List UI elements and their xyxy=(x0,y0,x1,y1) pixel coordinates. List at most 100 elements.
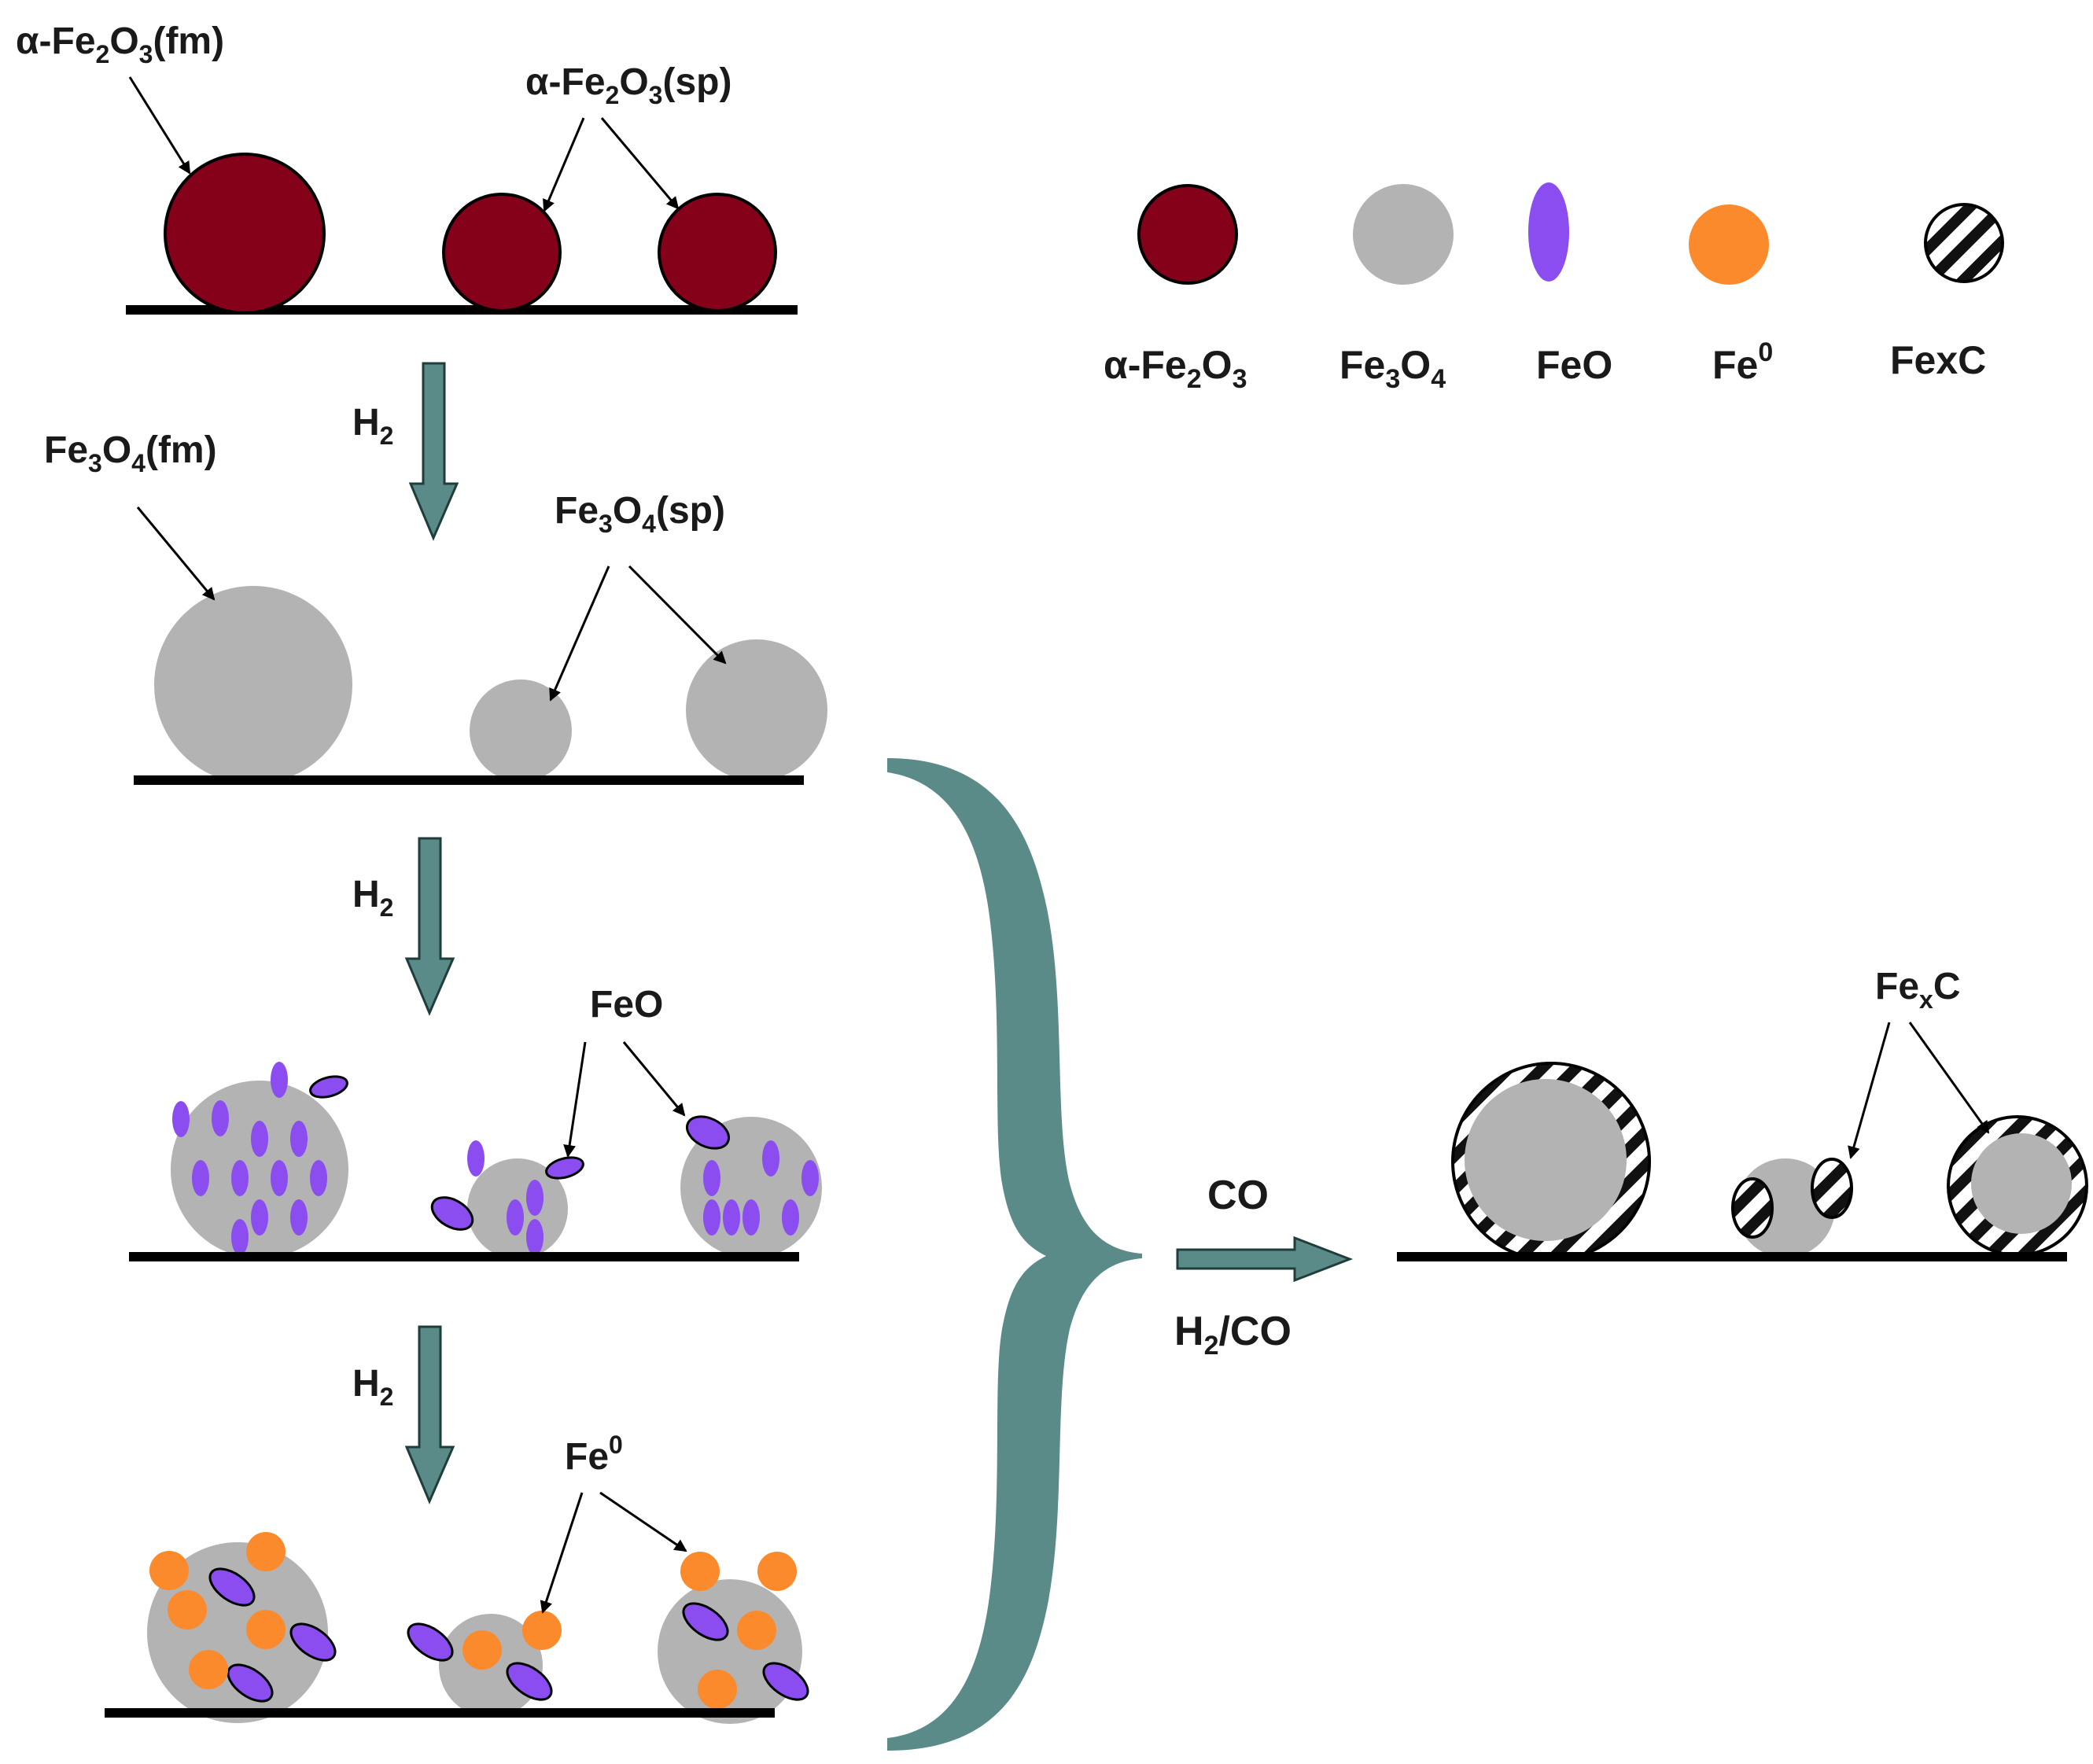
down-arrow xyxy=(404,837,455,1016)
pointer-arrow xyxy=(1908,1022,1990,1134)
legend-swatch-hematite xyxy=(1137,184,1238,285)
fe0-particle xyxy=(757,1552,797,1591)
pointer-arrow xyxy=(540,1492,584,1614)
label-fe0: Fe0 xyxy=(565,1431,623,1478)
carbide-patch xyxy=(1731,1177,1774,1239)
feo-inclusion xyxy=(762,1662,809,1701)
legend-label-fe0: Fe0 xyxy=(1712,337,1773,387)
feo-inclusion xyxy=(782,1199,799,1236)
feo-inclusion xyxy=(545,1156,584,1180)
feo-inclusion xyxy=(192,1160,209,1196)
legend-swatch-feo xyxy=(1528,182,1569,282)
legend-label-carbide: FexC xyxy=(1890,338,1986,382)
legend-label-feo: FeO xyxy=(1536,343,1612,387)
feo-inclusion xyxy=(703,1160,720,1196)
label-hematite-sp: α-Fe2O3(sp) xyxy=(525,61,731,109)
fe0-particle xyxy=(149,1551,189,1590)
down-arrow xyxy=(408,362,459,541)
feo-inclusion xyxy=(227,1663,274,1703)
legend-swatch-fe0 xyxy=(1689,204,1769,285)
legend-item-carbide: FexC xyxy=(1890,203,2004,382)
fe0-particle xyxy=(168,1590,207,1630)
feo-inclusion xyxy=(231,1160,249,1196)
label-h2: H2 xyxy=(352,874,393,922)
stage-hematite: α-Fe2O3(fm) α-Fe2O3(sp) xyxy=(16,20,798,315)
right-arrow xyxy=(1176,1236,1354,1283)
carbide-patch xyxy=(1811,1158,1853,1219)
feo-inclusion xyxy=(526,1180,544,1216)
feo-inclusion xyxy=(507,1199,524,1236)
carburization-arrow: CO H2/CO xyxy=(1174,1173,1354,1361)
feo-inclusion xyxy=(703,1199,720,1236)
feo-inclusion xyxy=(762,1140,779,1177)
stage-carbide: FexC xyxy=(1397,966,2088,1261)
feo-inclusion xyxy=(742,1199,760,1236)
grouping-brace xyxy=(887,758,1142,1751)
pointer-arrow xyxy=(1848,1022,1891,1159)
feo-inclusion xyxy=(682,1602,729,1641)
feo-inclusion xyxy=(309,1075,348,1099)
feo-inclusion xyxy=(290,1121,308,1157)
feo-inclusion xyxy=(801,1160,819,1196)
feo-inclusion xyxy=(467,1140,485,1177)
feo-inclusion xyxy=(289,1622,337,1662)
feo-inclusion xyxy=(526,1219,544,1255)
pointer-arrow xyxy=(628,565,727,665)
pointer-arrow xyxy=(136,506,216,601)
fe0-particle xyxy=(522,1611,562,1650)
fe0-particle xyxy=(246,1610,286,1649)
fe0-and-feo-inclusions xyxy=(149,1532,809,1709)
label-h2-co: H2/CO xyxy=(1174,1309,1292,1361)
magnetite-core-fm xyxy=(1465,1079,1627,1241)
feo-inclusion xyxy=(271,1062,288,1098)
hematite-particle-sp-1 xyxy=(442,193,562,312)
pointer-arrow xyxy=(599,1491,687,1552)
label-magnetite-sp: Fe3O4(sp) xyxy=(555,490,725,538)
fe0-particle xyxy=(680,1552,720,1591)
feo-inclusion xyxy=(208,1567,256,1607)
feo-inclusion xyxy=(251,1121,268,1157)
feo-inclusion xyxy=(310,1160,327,1196)
label-co: CO xyxy=(1207,1173,1269,1218)
label-h2: H2 xyxy=(352,1363,393,1411)
h2-arrow-1: H2 xyxy=(352,362,459,541)
pointer-arrow xyxy=(128,76,191,175)
pointer-arrow xyxy=(600,117,680,210)
label-fexc: FexC xyxy=(1875,966,1960,1014)
feo-inclusion xyxy=(271,1160,288,1196)
feo-inclusion xyxy=(212,1100,229,1136)
hematite-particle-sp-2 xyxy=(658,193,777,312)
fe0-particle xyxy=(189,1650,228,1689)
h2-arrow-2: H2 xyxy=(352,837,455,1016)
stage-feo: FeO xyxy=(129,984,822,1261)
down-arrow xyxy=(404,1325,455,1504)
label-feo: FeO xyxy=(590,984,663,1026)
label-hematite-fm: α-Fe2O3(fm) xyxy=(16,20,224,68)
legend-item-fe0: Fe0 xyxy=(1689,204,1773,387)
legend-item-feo: FeO xyxy=(1528,182,1612,387)
h2-arrow-3: H2 xyxy=(352,1325,455,1504)
fe0-particle xyxy=(246,1532,286,1571)
stage-fe0: Fe0 xyxy=(105,1431,809,1724)
label-h2: H2 xyxy=(352,402,393,450)
pointer-arrow xyxy=(563,1041,587,1158)
feo-inclusion xyxy=(290,1199,308,1236)
fe0-particle xyxy=(698,1670,737,1709)
legend: α-Fe2O3 Fe3O4 FeO Fe0 FexC xyxy=(1104,182,2004,394)
feo-inclusion xyxy=(231,1219,249,1255)
magnetite-particle-sp-1 xyxy=(470,679,572,782)
legend-item-magnetite: Fe3O4 xyxy=(1339,184,1454,394)
feo-inclusion xyxy=(251,1199,268,1236)
fe0-particle xyxy=(737,1611,776,1650)
hematite-particle-fm xyxy=(164,153,326,315)
legend-swatch-magnetite xyxy=(1353,184,1454,285)
feo-inclusion xyxy=(506,1662,553,1701)
feo-inclusion xyxy=(430,1196,474,1231)
feo-inclusion xyxy=(172,1101,190,1137)
feo-inclusion xyxy=(686,1115,730,1150)
feo-inclusion xyxy=(723,1199,740,1236)
feo-inclusion xyxy=(407,1622,454,1662)
legend-swatch-carbide xyxy=(1924,203,2004,283)
